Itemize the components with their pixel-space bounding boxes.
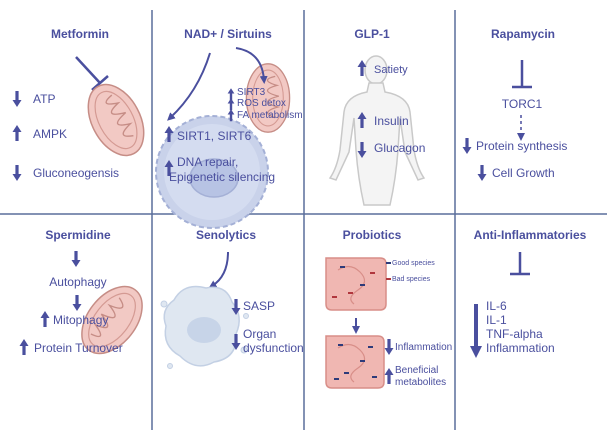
panel-title: NAD+ / Sirtuins bbox=[184, 27, 272, 41]
panel-probiotics: Probiotics Good species Bad species Infl… bbox=[325, 228, 452, 389]
protein-turnover-label: Protein Turnover bbox=[34, 341, 123, 355]
panel-title: Rapamycin bbox=[491, 27, 555, 41]
torc1-label: TORC1 bbox=[502, 97, 543, 111]
panel-title: Metformin bbox=[51, 27, 109, 41]
beneficial-label: Beneficial bbox=[395, 365, 438, 376]
protein-synthesis-label: Protein synthesis bbox=[476, 139, 567, 153]
up-arrow-icon bbox=[227, 98, 235, 111]
satiety-label: Satiety bbox=[374, 64, 408, 76]
panel-metformin: Metformin ATP AMPK Gluconeogensis bbox=[12, 27, 156, 181]
bad-species-label: Bad species bbox=[392, 276, 431, 283]
down-arrow-icon bbox=[12, 91, 22, 107]
human-body-icon bbox=[328, 55, 426, 206]
intestine-icon bbox=[325, 335, 385, 389]
panel-senolytics: Senolytics SASP Organ dysfunction bbox=[160, 228, 304, 369]
mitochondrion-icon bbox=[76, 74, 156, 166]
down-arrow-icon bbox=[462, 138, 472, 154]
up-arrow-icon bbox=[19, 339, 29, 355]
inflammation-label: Inflammation bbox=[395, 342, 452, 353]
up-arrow-icon bbox=[12, 125, 22, 141]
good-species-label: Good species bbox=[392, 260, 435, 267]
il1-label: IL-1 bbox=[486, 313, 507, 327]
epigenetic-label: Epigenetic silencing bbox=[169, 170, 275, 184]
down-arrow-icon bbox=[71, 251, 81, 267]
down-arrow-icon bbox=[12, 165, 22, 181]
bad-species-swatch bbox=[386, 278, 391, 280]
dna-repair-label: DNA repair, bbox=[177, 155, 238, 169]
organ-label: Organ bbox=[243, 327, 276, 341]
sirt-label: SIRT1, SIRT6 bbox=[177, 129, 252, 143]
intestine-icon bbox=[325, 257, 387, 311]
cell-growth-label: Cell Growth bbox=[492, 166, 555, 180]
good-species-swatch bbox=[386, 262, 391, 264]
ampk-label: AMPK bbox=[33, 127, 67, 141]
panel-title: GLP-1 bbox=[354, 27, 390, 41]
curved-arrow-icon bbox=[208, 251, 229, 289]
curved-arrow-icon bbox=[167, 52, 211, 121]
panel-glp1: GLP-1 Satiety Insulin Glucagon bbox=[328, 27, 426, 206]
fa-metabolism-label: FA metabolism bbox=[237, 110, 303, 121]
panel-spermidine: Spermidine Autophagy Mitophagy Protein T… bbox=[19, 228, 156, 366]
panel-rapamycin: Rapamycin TORC1 Protein synthesis Cell G… bbox=[462, 27, 567, 181]
inhibition-icon bbox=[512, 60, 532, 89]
dysfunction-label: dysfunction bbox=[243, 341, 304, 355]
gluconeogenesis-label: Gluconeogensis bbox=[33, 166, 119, 180]
down-arrow-icon bbox=[477, 165, 487, 181]
up-arrow-icon bbox=[384, 368, 394, 384]
tnf-alpha-label: TNF-alpha bbox=[486, 327, 543, 341]
down-arrow-icon bbox=[72, 295, 82, 311]
mitophagy-label: Mitophagy bbox=[53, 313, 108, 327]
panel-nad-sirtuins: NAD+ / Sirtuins SIRT3 ROS detox FA metab… bbox=[155, 27, 303, 229]
panel-title: Senolytics bbox=[196, 228, 256, 242]
ros-detox-label: ROS detox bbox=[237, 98, 286, 109]
inhibition-icon bbox=[510, 252, 530, 276]
panel-title: Anti-Inflammatories bbox=[474, 228, 587, 242]
sirt3-label: SIRT3 bbox=[237, 87, 266, 98]
panel-anti-inflammatories: Anti-Inflammatories IL-6 IL-1 TNF-alpha … bbox=[470, 228, 587, 358]
down-arrow-icon bbox=[470, 304, 482, 358]
up-arrow-icon bbox=[40, 311, 50, 327]
atp-label: ATP bbox=[33, 92, 55, 106]
panel-title: Spermidine bbox=[45, 228, 111, 242]
senescent-cell-icon bbox=[160, 285, 249, 369]
insulin-label: Insulin bbox=[374, 114, 409, 128]
panel-title: Probiotics bbox=[343, 228, 402, 242]
glucagon-label: Glucagon bbox=[374, 141, 425, 155]
down-arrow-icon bbox=[384, 339, 394, 355]
cell-icon bbox=[155, 115, 269, 229]
sasp-label: SASP bbox=[243, 299, 275, 313]
curved-arrow-icon bbox=[235, 47, 268, 84]
il6-label: IL-6 bbox=[486, 299, 507, 313]
panel-dividers bbox=[0, 10, 607, 430]
inhibition-icon bbox=[75, 56, 109, 91]
metabolites-label: metabolites bbox=[395, 377, 446, 388]
autophagy-label: Autophagy bbox=[49, 275, 106, 289]
inflammation-label: Inflammation bbox=[486, 341, 555, 355]
